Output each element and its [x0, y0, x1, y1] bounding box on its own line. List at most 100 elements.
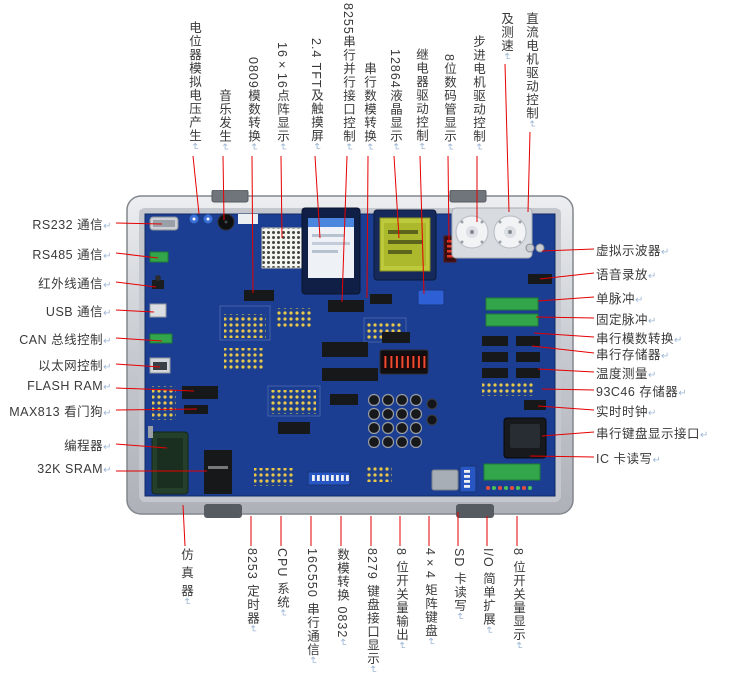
- label-cpu-system: CPU 系统↵: [273, 548, 292, 618]
- label-keyboard-8279: 8279 键盘接口显示↵: [363, 548, 382, 675]
- label-text: USB 通信: [45, 305, 104, 319]
- label-dot-matrix-16x16: 16×16点阵显示↵: [273, 42, 292, 152]
- label-text: 串行数模转换: [362, 61, 376, 143]
- latch-left: [204, 504, 242, 518]
- label-adc-0809: 0809模数转换↵: [244, 57, 263, 152]
- usb-connector: [149, 303, 167, 318]
- label-ethernet: 以太网控制↵: [38, 355, 112, 374]
- potentiometers: [188, 213, 214, 225]
- label-text: SD 卡读写: [452, 548, 466, 613]
- paragraph-mark: ↵: [454, 612, 465, 622]
- label-text: CAN 总线控制: [19, 333, 104, 347]
- label-text: 串行键盘显示接口: [596, 427, 701, 441]
- label-93c46-memory: 93C46 存储器↵: [596, 381, 687, 400]
- label-serial-keyboard-display: 串行键盘显示接口↵: [596, 423, 709, 442]
- paragraph-mark: ↵: [248, 142, 259, 152]
- paragraph-mark: ↵: [674, 335, 683, 346]
- label-dac-0832: 数模转换 0832↵: [333, 548, 352, 648]
- label-can-bus: CAN 总线控制↵: [19, 329, 112, 348]
- label-text: 继电器驱动控制: [414, 48, 428, 143]
- capacitors: [426, 398, 438, 426]
- label-text: 串行存储器: [596, 348, 662, 362]
- label-text: 直流电机驱动控制: [524, 12, 538, 120]
- infrared-receiver: [152, 275, 164, 289]
- adc0809-chip: [244, 290, 274, 301]
- paragraph-mark: ↵: [661, 351, 670, 362]
- label-flash-ram: FLASH RAM↵: [27, 379, 112, 393]
- label-text: CPU 系统: [275, 548, 289, 609]
- paragraph-mark: ↵: [678, 388, 688, 399]
- label-io-expansion: I/O 简单扩展↵: [479, 548, 498, 636]
- paragraph-mark: ↵: [103, 442, 112, 453]
- dev-board-photo: [126, 190, 574, 518]
- label-text: RS232 通信: [32, 218, 104, 232]
- ic-card-reader: [503, 417, 547, 459]
- paragraph-mark: ↵: [103, 251, 112, 262]
- label-voice-record: 语音录放↵: [596, 264, 657, 283]
- label-text: 8 位开关量显示: [511, 548, 525, 642]
- paragraph-mark: ↵: [277, 608, 288, 619]
- label-text: MAX813 看门狗: [9, 405, 104, 419]
- paragraph-mark: ↵: [648, 316, 657, 327]
- label-text: 语音录放: [596, 268, 649, 282]
- tft-touchscreen-module: [301, 207, 361, 295]
- label-text: I/O 简单扩展: [481, 548, 495, 627]
- label-text: 步进电机驱动控制: [471, 34, 485, 143]
- paragraph-mark: ↵: [337, 638, 348, 648]
- ethernet-jack: [149, 357, 171, 374]
- white-connector: [238, 214, 258, 224]
- paragraph-mark: ↵: [307, 656, 318, 666]
- label-temperature: 温度测量↵: [596, 363, 657, 382]
- chip-8255: [328, 300, 364, 312]
- label-serial-adc: 串行模数转换↵: [596, 328, 683, 347]
- label-text: 单脉冲: [596, 292, 636, 306]
- watchdog-chip: [184, 405, 208, 414]
- paragraph-mark: ↵: [396, 641, 407, 651]
- paragraph-mark: ↵: [277, 142, 288, 152]
- hinge-left: [211, 190, 249, 203]
- label-text: 32K SRAM: [37, 462, 104, 476]
- dc-motor: [493, 215, 527, 249]
- label-text: 93C46 存储器: [596, 385, 679, 399]
- label-relay-control: 继电器驱动控制↵: [412, 48, 431, 152]
- paragraph-mark: ↵: [483, 626, 494, 636]
- hinge-right: [449, 190, 487, 203]
- pin-headers: [152, 308, 534, 486]
- paragraph-mark: ↵: [343, 142, 354, 152]
- label-speed-measure: 及测速↵: [497, 12, 516, 62]
- paragraph-mark: ↵: [652, 455, 662, 466]
- paragraph-mark: ↵: [219, 142, 230, 152]
- output-terminal: [483, 463, 541, 481]
- label-text: 固定脉冲: [596, 313, 649, 327]
- label-text: 16×16点阵显示: [275, 41, 289, 143]
- paragraph-mark: ↵: [501, 52, 512, 62]
- label-8255-interface: 8255串行并行接口控制↵: [339, 3, 358, 152]
- seven-segment-display: [379, 349, 429, 375]
- paragraph-mark: ↵: [103, 336, 112, 347]
- flash-chip: [182, 386, 218, 399]
- label-text: 实时时钟: [596, 405, 649, 419]
- latch-right: [456, 504, 494, 518]
- serial-dac-chip: [370, 294, 392, 304]
- label-text: RS485 通信: [32, 248, 104, 262]
- label-serial-dac: 串行数模转换↵: [360, 62, 379, 152]
- label-potentiometer-voltage: 电位器模拟电压产生↵: [185, 21, 204, 152]
- label-programmer: 编程器↵: [64, 435, 112, 454]
- label-text: 仿 真 器: [179, 548, 193, 598]
- paragraph-mark: ↵: [473, 142, 484, 152]
- label-stepper-motor: 步进电机驱动控制↵: [469, 35, 488, 152]
- label-serial-memory: 串行存储器↵: [596, 344, 670, 363]
- label-text: 温度测量: [596, 367, 649, 381]
- paragraph-mark: ↵: [103, 221, 112, 232]
- label-text: FLASH RAM: [27, 379, 104, 393]
- sram-chip: [204, 450, 232, 494]
- lcd-12864-module: [373, 209, 437, 281]
- label-music-generator: 音乐发生↵: [215, 89, 234, 152]
- label-infrared: 红外线通信↵: [38, 273, 112, 292]
- paragraph-mark: ↵: [390, 142, 401, 152]
- paragraph-mark: ↵: [364, 142, 375, 152]
- label-ic-card: IC 卡读写↵: [596, 448, 661, 467]
- dip-switch-vertical: [459, 465, 477, 493]
- rs485-terminal: [149, 251, 169, 263]
